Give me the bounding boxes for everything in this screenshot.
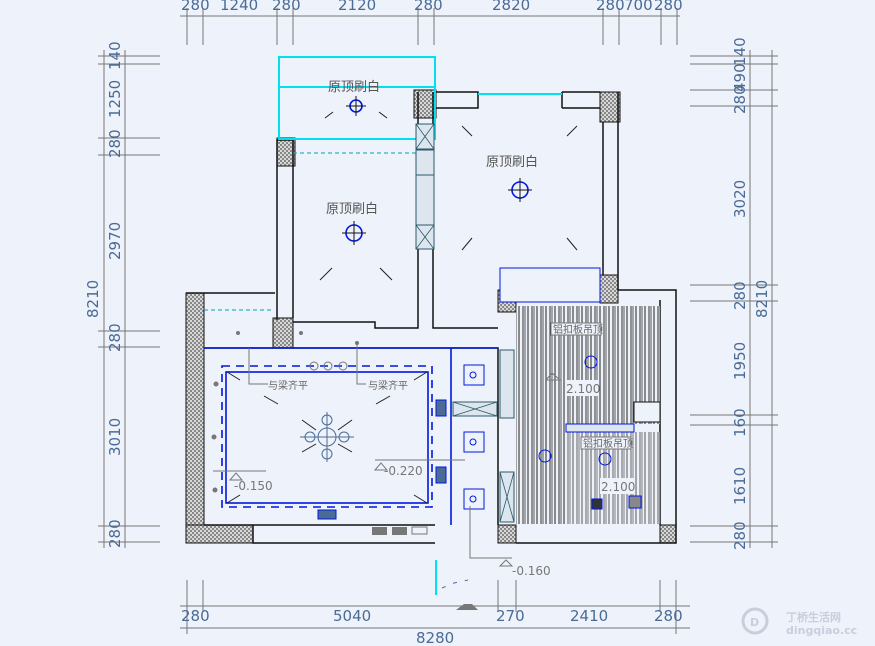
note-label: 与梁齐平 <box>368 379 408 392</box>
watermark-logo: D 丁桥生活网 dingqiao.cc <box>741 607 857 637</box>
right-dimensions: 140 490 280 3020 280 1950 160 1610 280 8… <box>690 37 778 550</box>
dim-label: 1950 <box>731 342 749 380</box>
entry-arrow-icon <box>456 604 478 610</box>
dim-label: 160 <box>731 408 749 437</box>
dim-total: 8280 <box>416 629 454 646</box>
dim-label: 700 <box>624 0 653 14</box>
watermark-text: 丁桥生活网 <box>786 610 841 624</box>
cabinet-cross-marks <box>415 123 515 523</box>
dim-label: 280 <box>181 0 210 14</box>
dim-label: 280 <box>731 85 749 114</box>
door-swing <box>441 579 469 589</box>
dim-label: 280 <box>596 0 625 14</box>
bath-vent <box>565 423 635 433</box>
dim-label: 1610 <box>731 467 749 505</box>
svg-text:D: D <box>750 616 759 629</box>
dim-label: 280 <box>731 281 749 310</box>
downlight-marks <box>211 331 359 493</box>
kitchen-annotations: 铝扣板吊顶 2.100 铝扣板吊顶 2.100 <box>538 322 642 510</box>
appliance-icon <box>372 527 387 535</box>
dim-label: 270 <box>496 607 525 625</box>
note-label: 与梁齐平 <box>268 379 308 392</box>
dim-total: 8210 <box>753 280 771 318</box>
dim-label: 2970 <box>106 222 124 260</box>
elevation-label: -0.150 <box>234 479 273 493</box>
elevation-label: 2.100 <box>566 382 600 396</box>
bottom-dimensions: 280 5040 270 2410 280 8280 <box>180 580 690 646</box>
dim-label: 280 <box>654 607 683 625</box>
watermark-url: dingqiao.cc <box>786 624 857 637</box>
dim-label: 280 <box>272 0 301 14</box>
room-label: 铝扣板吊顶 <box>583 437 633 450</box>
elevation-label: -0.220 <box>384 464 423 478</box>
heater-icon <box>628 495 642 509</box>
room-label: 原顶刷白 <box>486 154 538 170</box>
room-label: 原顶刷白 <box>328 79 380 95</box>
dim-label: 2820 <box>492 0 530 14</box>
dim-label: 280 <box>106 129 124 158</box>
dim-label: 140 <box>731 37 749 66</box>
chandelier-icon <box>300 412 354 462</box>
left-dimensions: 140 1250 280 2970 280 3010 280 8210 <box>84 41 160 548</box>
dim-label: 2120 <box>338 0 376 14</box>
elevation-label: -0.160 <box>512 564 551 578</box>
dim-label: 3010 <box>106 418 124 456</box>
kitchen-ceiling-lower <box>516 424 566 524</box>
top-dimensions: 280 1240 280 2120 280 2820 280 700 280 <box>180 0 683 45</box>
spotlight-icons <box>309 361 485 520</box>
appliance-icon <box>411 526 428 535</box>
room-label: 铝扣板吊顶 <box>553 323 603 336</box>
dim-label: 2410 <box>570 607 608 625</box>
room-label: 原顶刷白 <box>326 201 378 217</box>
dim-label: 280 <box>731 521 749 550</box>
dim-label: 280 <box>654 0 683 14</box>
dim-label: 3020 <box>731 180 749 218</box>
exhaust-fan-icon <box>591 498 603 510</box>
dim-label: 280 <box>106 519 124 548</box>
dim-label: 140 <box>106 41 124 70</box>
dim-label: 280 <box>414 0 443 14</box>
windows <box>204 56 562 595</box>
dim-label: 490 <box>731 63 749 92</box>
hood <box>633 401 661 423</box>
living-ceiling: 与梁齐平 与梁齐平 -0.150 -0.220 -0.160 <box>204 331 551 610</box>
structural-walls <box>185 89 677 544</box>
dim-total: 8210 <box>84 280 102 318</box>
appliance-icon <box>392 527 407 535</box>
dim-label: 280 <box>181 607 210 625</box>
bedroom-ceilings: 原顶刷白 原顶刷白 原顶刷白 <box>319 79 578 281</box>
elevation-label: 2.100 <box>601 480 635 494</box>
dim-label: 5040 <box>333 607 371 625</box>
dim-label: 1250 <box>106 80 124 118</box>
dim-label: 280 <box>106 323 124 352</box>
dim-label: 1240 <box>220 0 258 14</box>
